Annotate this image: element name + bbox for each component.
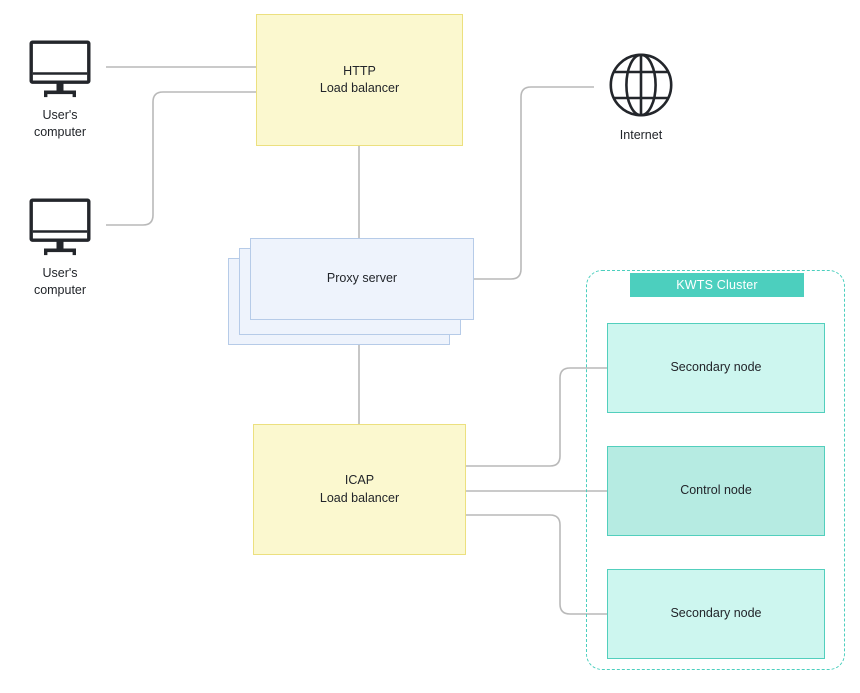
endpoint-internet: Internet <box>594 52 688 144</box>
endpoint-label: User's computer <box>33 266 87 297</box>
cluster-banner-label: KWTS Cluster <box>676 278 758 292</box>
kwts-cluster-boundary <box>586 270 845 670</box>
globe-icon <box>609 53 673 117</box>
node-proxy-server[interactable]: Proxy server <box>250 238 474 320</box>
node-label: ICAP Load balancer <box>319 473 400 505</box>
monitor-icon <box>29 40 91 98</box>
node-label: Control node <box>680 483 752 498</box>
node-icap-load-balancer[interactable]: ICAP Load balancer <box>253 424 466 555</box>
endpoint-user-2: User's computer <box>14 198 106 299</box>
wire-user2-to-http <box>106 91 256 226</box>
cluster-node-secondary-bottom[interactable]: Secondary node <box>607 569 825 659</box>
endpoint-label: Internet <box>619 128 663 142</box>
node-label: Secondary node <box>670 606 762 621</box>
endpoint-user-1: User's computer <box>14 40 106 141</box>
cluster-node-control[interactable]: Control node <box>607 446 825 536</box>
wire-proxy-to-internet <box>474 86 594 280</box>
endpoint-label: User's computer <box>33 108 87 139</box>
node-http-load-balancer[interactable]: HTTP Load balancer <box>256 14 463 146</box>
node-label: Secondary node <box>670 360 762 375</box>
monitor-icon <box>29 198 91 256</box>
cluster-node-secondary-top[interactable]: Secondary node <box>607 323 825 413</box>
node-label: Proxy server <box>326 271 398 286</box>
kwts-cluster-banner: KWTS Cluster <box>630 273 804 297</box>
node-label: HTTP Load balancer <box>319 63 400 96</box>
